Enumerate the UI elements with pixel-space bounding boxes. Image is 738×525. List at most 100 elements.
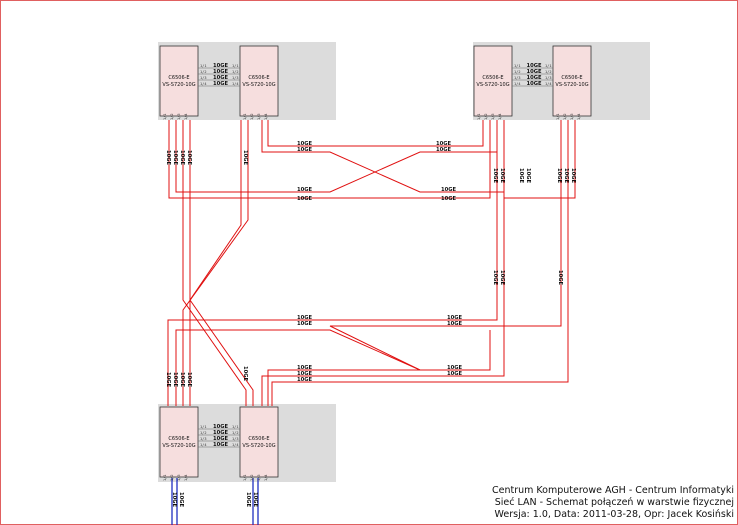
link-label: 10GE	[213, 424, 228, 430]
title-block: Centrum Komputerowe AGH - Centrum Inform…	[492, 485, 734, 521]
link-top-inner	[267, 120, 484, 147]
link-label: 10GE	[447, 315, 462, 321]
link-label: 10GE	[213, 69, 228, 75]
link-lt-a-to-b-b-2	[189, 120, 254, 406]
port-number: 1/4	[200, 443, 207, 447]
link-label: 10GE	[186, 150, 192, 165]
port-number: 1/4	[264, 475, 268, 482]
link-lt-b-to-b-a-2	[189, 120, 242, 406]
link-lt-b-to-b-a	[182, 120, 249, 406]
link-top-cross-1	[175, 120, 498, 193]
link-label: 10GE	[213, 75, 228, 81]
port-number: 1/3	[570, 114, 574, 121]
link-label: 10GE	[441, 187, 456, 193]
port-number: 1/3	[257, 475, 261, 482]
link-label: 10GE	[436, 141, 451, 147]
port-number: 1/3	[232, 76, 239, 80]
link-label: 10GE	[179, 150, 185, 165]
link-label: 10GE	[172, 150, 178, 165]
title-line-3: Wersja: 1.0, Data: 2011-03-28, Opr: Jace…	[494, 509, 734, 520]
switch-supervisor-label: VS-S720-10G	[242, 82, 275, 88]
link-label: 10GE	[245, 492, 251, 507]
port-number: 1/4	[577, 114, 581, 121]
port-number: 1/2	[170, 475, 174, 482]
link-label: 10GE	[297, 187, 312, 193]
port-number: 1/4	[184, 114, 188, 121]
port-number: 1/3	[200, 76, 207, 80]
port-number: 1/1	[200, 425, 207, 429]
link-label: 10GE	[527, 75, 542, 81]
port-number: 1/3	[177, 114, 181, 121]
port-number: 1/4	[514, 82, 521, 86]
link-label: 10GE	[447, 321, 462, 327]
port-number: 1/1	[514, 64, 521, 68]
link-label: 10GE	[527, 63, 542, 69]
title-line-1: Centrum Komputerowe AGH - Centrum Inform…	[491, 485, 734, 496]
switch-supervisor-label: VS-S720-10G	[162, 82, 195, 88]
switch-model-label: C6506-E	[248, 436, 269, 442]
link-lines	[167, 120, 576, 406]
port-number: 1/2	[484, 114, 488, 121]
link-label: 10GE	[165, 372, 171, 387]
link-label: 10GE	[186, 372, 192, 387]
link-top-outer	[168, 120, 491, 199]
port-number: 1/2	[514, 70, 521, 74]
switch-model-label: C6506-E	[248, 75, 269, 81]
link-label: 10GE	[518, 168, 524, 183]
link-label: 10GE	[242, 150, 248, 165]
port-number: 1/2	[170, 114, 174, 121]
port-number: 1/2	[232, 431, 239, 435]
port-number: 1/2	[200, 431, 207, 435]
link-label: 10GE	[563, 168, 569, 183]
link-lt-a-to-b-b	[182, 120, 247, 406]
port-number: 1/1	[232, 64, 239, 68]
link-label: 10GE	[447, 371, 462, 377]
uplinks	[171, 478, 259, 525]
link-label: 10GE	[557, 270, 563, 285]
link-rt-b-to-lt	[504, 120, 576, 199]
port-number: 1/4	[545, 82, 552, 86]
port-number: 1/4	[232, 82, 239, 86]
link-label: 10GE	[447, 365, 462, 371]
link-label: 10GE	[297, 371, 312, 377]
link-label: 10GE	[213, 81, 228, 87]
port-number: 1/2	[200, 70, 207, 74]
switch-model-label: C6506-E	[168, 436, 189, 442]
port-number: 1/1	[545, 64, 552, 68]
switch-supervisor-label: VS-S720-10G	[476, 82, 509, 88]
link-label: 10GE	[213, 436, 228, 442]
switch-model-label: C6506-E	[561, 75, 582, 81]
link-rt-to-b-4	[271, 120, 569, 406]
port-number: 1/4	[498, 114, 502, 121]
port-number: 1/3	[545, 76, 552, 80]
link-label: 10GE	[527, 81, 542, 87]
switch-supervisor-label: VS-S720-10G	[555, 82, 588, 88]
port-number: 1/3	[232, 437, 239, 441]
port-number: 1/1	[243, 114, 247, 121]
port-number: 1/4	[232, 443, 239, 447]
link-label: 10GE	[556, 168, 562, 183]
port-number: 1/3	[491, 114, 495, 121]
port-number: 1/1	[232, 425, 239, 429]
link-label: 10GE	[213, 430, 228, 436]
link-label: 10GE	[492, 168, 498, 183]
switch-supervisor-label: VS-S720-10G	[242, 443, 275, 449]
link-label: 10GE	[297, 365, 312, 371]
link-label: 10GE	[499, 168, 505, 183]
port-number: 1/2	[232, 70, 239, 74]
link-label: 10GE	[172, 372, 178, 387]
port-number: 1/3	[257, 114, 261, 121]
link-b-cross	[175, 329, 491, 406]
